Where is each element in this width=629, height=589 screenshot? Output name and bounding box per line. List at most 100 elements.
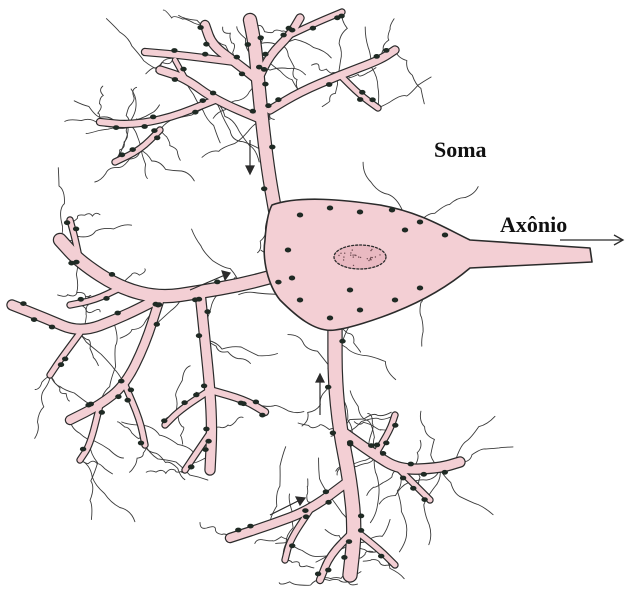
- synaptic-bouton: [391, 297, 399, 303]
- synaptic-bouton: [103, 296, 110, 301]
- synaptic-bouton: [392, 422, 399, 428]
- synaptic-bouton: [214, 279, 221, 285]
- dendrite-branch: [162, 387, 213, 428]
- synaptic-bouton: [378, 553, 385, 559]
- synaptic-bouton: [205, 438, 212, 444]
- synaptic-bouton: [154, 135, 161, 141]
- synaptic-bouton: [115, 394, 122, 400]
- synaptic-bouton: [383, 48, 390, 53]
- nerve-fiber: [79, 332, 99, 367]
- dendrite-branch: [335, 425, 465, 474]
- nerve-fiber: [125, 86, 138, 126]
- nucleus-granule: [369, 257, 372, 260]
- synaptic-bouton: [314, 571, 322, 577]
- nerve-fiber: [394, 49, 425, 105]
- synaptic-bouton: [280, 32, 287, 38]
- synaptic-bouton: [296, 212, 304, 218]
- dendrite-branch: [182, 427, 215, 473]
- nucleus: [333, 244, 387, 270]
- nucleus-texture: [338, 248, 381, 267]
- nucleus-granule: [374, 256, 377, 258]
- nerve-fiber: [145, 468, 186, 475]
- nerve-fiber: [284, 559, 315, 569]
- synaptic-bouton: [137, 440, 145, 446]
- nucleus-granule: [352, 256, 354, 258]
- nerve-fiber: [369, 454, 380, 524]
- dendrite-branch: [397, 467, 433, 503]
- nucleus-granule: [371, 256, 373, 259]
- nerve-fiber: [121, 421, 196, 456]
- synaptic-bouton: [420, 471, 427, 477]
- nerve-fiber: [257, 25, 291, 36]
- nucleus-granule: [366, 258, 368, 260]
- nerve-fiber: [211, 416, 244, 431]
- synaptic-bouton: [357, 513, 365, 519]
- synaptic-bouton: [77, 296, 85, 302]
- synaptic-bouton: [269, 144, 276, 150]
- nerve-fiber: [85, 124, 131, 134]
- dendrite-branch: [173, 58, 187, 80]
- dendrite-branch: [122, 382, 148, 448]
- synaptic-bouton: [401, 227, 409, 233]
- dendrite-branch: [77, 402, 103, 463]
- nerve-fiber: [49, 374, 70, 402]
- nerve-fiber: [144, 444, 186, 481]
- axon-label: Axônio: [500, 212, 567, 237]
- synaptic-bouton: [235, 527, 242, 533]
- nucleus-granule: [344, 252, 346, 254]
- nucleus-granule: [370, 256, 372, 259]
- nucleus-granule: [351, 249, 353, 251]
- nucleus-granule: [370, 259, 372, 261]
- nerve-fiber: [362, 559, 396, 566]
- dendrite-branch: [47, 330, 83, 378]
- nucleus-granule: [342, 259, 345, 261]
- nerve-fiber: [199, 521, 231, 539]
- nucleus-granule: [355, 254, 357, 257]
- synaptic-bouton: [257, 35, 264, 41]
- synaptic-bouton: [202, 447, 209, 452]
- synaptic-bouton: [118, 152, 126, 158]
- nerve-fiber: [89, 444, 99, 521]
- synaptic-bouton: [261, 186, 268, 192]
- soma-body: [263, 198, 593, 332]
- dendrite-branch: [112, 127, 163, 165]
- synaptic-bouton: [73, 259, 80, 265]
- synaptic-bouton: [326, 315, 334, 321]
- nerve-fiber: [278, 579, 321, 586]
- neuron-cell: [6, 8, 593, 585]
- nerve-fiber: [94, 149, 141, 183]
- nerve-fiber: [269, 446, 287, 526]
- synaptic-bouton: [171, 48, 178, 53]
- synaptic-bouton: [141, 124, 148, 129]
- synaptic-bouton: [368, 443, 375, 448]
- synaptic-bouton: [373, 54, 380, 59]
- synaptic-bouton: [259, 412, 266, 418]
- synaptic-bouton: [161, 418, 168, 424]
- synaptic-bouton: [63, 220, 71, 226]
- synaptic-bouton: [357, 528, 365, 533]
- synaptic-bouton: [288, 275, 296, 281]
- synaptic-bouton: [151, 128, 158, 134]
- nerve-fiber: [280, 44, 301, 93]
- synaptic-bouton: [244, 42, 251, 47]
- nerve-fiber: [162, 9, 206, 26]
- nucleus-granule: [358, 256, 360, 258]
- synaptic-bouton: [399, 475, 407, 481]
- dendrite-branch: [195, 287, 216, 475]
- synaptic-bouton: [325, 384, 332, 390]
- synaptic-bouton: [30, 317, 38, 322]
- nerve-fiber: [337, 11, 348, 79]
- dendrite-branch: [97, 97, 218, 127]
- synaptic-bouton: [347, 441, 354, 447]
- synaptic-bouton: [296, 297, 304, 303]
- synaptic-bouton: [265, 103, 272, 109]
- nerve-fiber: [349, 390, 376, 456]
- synaptic-bouton: [341, 555, 348, 560]
- synaptic-bouton: [326, 82, 333, 87]
- synaptic-bouton: [356, 209, 364, 215]
- nerve-fiber: [191, 228, 241, 286]
- synaptic-bouton: [238, 71, 246, 77]
- nucleus-granule: [352, 264, 355, 267]
- nerve-fiber: [57, 291, 96, 301]
- synaptic-bouton: [345, 539, 353, 544]
